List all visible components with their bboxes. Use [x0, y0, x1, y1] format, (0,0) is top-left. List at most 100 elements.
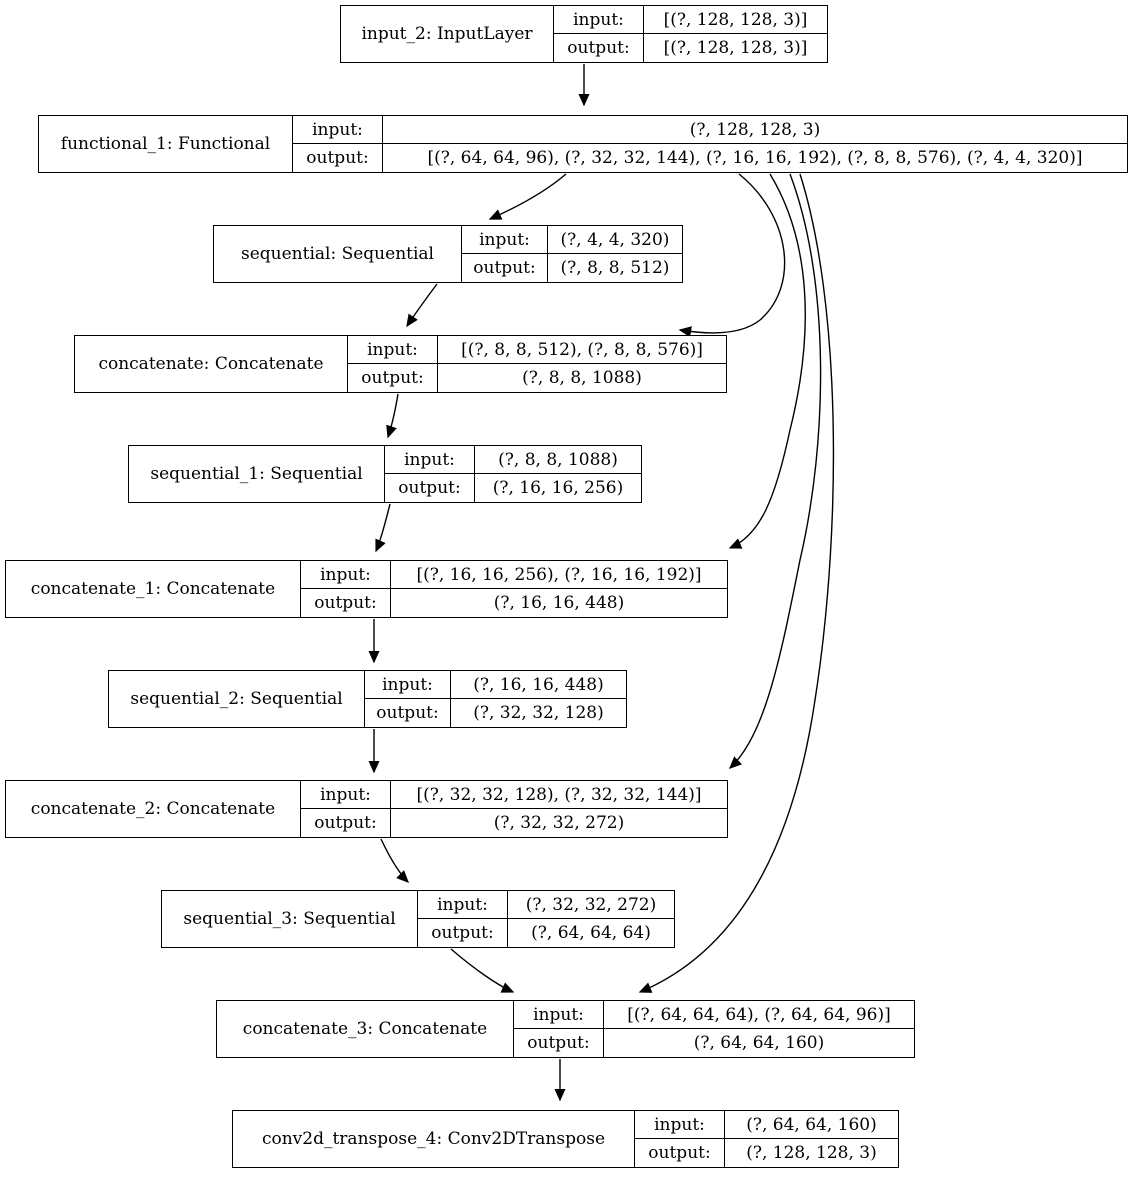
- node-input-row: input:[(?, 8, 8, 512), (?, 8, 8, 576)]: [348, 336, 726, 364]
- edge-functional_1-to-concatenate_2: [728, 173, 822, 769]
- node-io-block: input: (?, 16, 16, 448) output: (?, 32, 32,…: [365, 671, 626, 727]
- node-output-shape: (?, 64, 64, 160): [693, 1033, 825, 1053]
- node-input-label: input:: [301, 781, 391, 808]
- node-output-label: output:: [293, 144, 383, 172]
- node-io-block: input: (?, 32, 32, 272) output: (?, 64, 64,…: [418, 891, 674, 947]
- node-input-shape: (?, 4, 4, 320): [560, 229, 670, 250]
- node-output-row: output: (?, 8, 8, 512): [462, 254, 682, 282]
- node-name-label: functional_1: Functional: [39, 116, 293, 172]
- node-io-block: input: (?, 4, 4, 320) output: (?, 8, 8, 512…: [462, 226, 682, 282]
- edge-functional_1-to-concatenate: [678, 173, 786, 338]
- node-output-label: output:: [301, 809, 391, 837]
- node-output-shape: (?, 64, 64, 64): [531, 923, 651, 943]
- node-output-row: output: (?, 16, 16, 256): [385, 474, 641, 502]
- edge-sequential-to-concatenate: [406, 283, 438, 328]
- node-name-label: concatenate_2: Concatenate: [6, 781, 301, 837]
- node-io-block: input: (?, 8, 8, 1088) output: (?, 16, 16, …: [385, 446, 641, 502]
- node-output-row: output:[(?, 128, 128, 3)]: [554, 34, 827, 62]
- node-output-row: output:(?, 128, 128, 3): [635, 1139, 898, 1167]
- node-output-shape: (?, 32, 32, 128): [473, 703, 604, 723]
- edge-concatenate-to-sequential_1: [386, 393, 399, 439]
- node-output-row: output: (?, 32, 32, 272): [301, 809, 727, 837]
- node-input-label: input:: [301, 561, 391, 588]
- node-input-row: input: (?, 16, 16, 448): [365, 671, 626, 699]
- node-io-block: input: [(?, 16, 16, 256), (?, 16, 16, 192…: [301, 561, 727, 617]
- node-input-label: input:: [514, 1001, 604, 1028]
- node-input-shape: (?, 64, 64, 160): [746, 1114, 877, 1135]
- node-input-shape: (?, 16, 16, 448): [473, 674, 604, 695]
- edge-sequential_1-to-concatenate_1: [375, 503, 391, 553]
- node-output-row: output: (?, 16, 16, 448): [301, 589, 727, 617]
- node-io-block: input:[(?, 8, 8, 512), (?, 8, 8, 576)]ou…: [348, 336, 726, 392]
- node-input-row: input: (?, 4, 4, 320): [462, 226, 682, 254]
- node-input-row: input: (?, 8, 8, 1088): [385, 446, 641, 474]
- node-name-label: sequential_2: Sequential: [109, 671, 365, 727]
- node-input-label: input:: [635, 1111, 725, 1138]
- node-name-label: conv2d_transpose_4: Conv2DTranspose: [233, 1111, 635, 1167]
- node-name-label: concatenate: Concatenate: [75, 336, 348, 392]
- node-input-label: input:: [385, 446, 475, 473]
- node-output-label: output:: [301, 589, 391, 617]
- node-output-shape: (?, 32, 32, 272): [493, 813, 625, 833]
- node-output-row: output: (?, 8, 8, 1088): [348, 364, 726, 392]
- node-input-row: input: (?, 64, 64, 160): [635, 1111, 898, 1139]
- node-output-row: output: (?, 64, 64, 160): [514, 1029, 914, 1057]
- node-name-label: sequential_1: Sequential: [129, 446, 385, 502]
- node-output-shape: (?, 16, 16, 448): [493, 593, 625, 613]
- node-output-shape: [(?, 64, 64, 96), (?, 32, 32, 144), (?, …: [427, 148, 1083, 168]
- node-name-label: concatenate_1: Concatenate: [6, 561, 301, 617]
- node-input-label: input:: [462, 226, 548, 253]
- node-name-label: input_2: InputLayer: [341, 6, 554, 62]
- node-output-shape: (?, 8, 8, 1088): [522, 368, 642, 388]
- node-output-label: output:: [365, 699, 451, 727]
- edge-concatenate_2-to-sequential_3: [380, 838, 409, 883]
- node-io-block: input: [(?, 128, 128, 3)] output:[(?, 128,…: [554, 6, 827, 62]
- node-output-row: output: (?, 32, 32, 128): [365, 699, 626, 727]
- edge-functional_1-to-concatenate_1: [728, 173, 806, 549]
- node-output-label: output:: [418, 919, 508, 947]
- node-input-shape: [(?, 32, 32, 128), (?, 32, 32, 144)]: [416, 784, 702, 805]
- node-input-shape: (?, 32, 32, 272): [525, 894, 657, 915]
- node-input-label: input:: [418, 891, 508, 918]
- node-input-row: input: [(?, 32, 32, 128), (?, 32, 32, 144…: [301, 781, 727, 809]
- node-output-shape: (?, 128, 128, 3): [746, 1143, 877, 1163]
- node-output-row: output: [(?, 64, 64, 96), (?, 32, 32, 144…: [293, 144, 1127, 172]
- node-io-block: input: [(?, 64, 64, 64), (?, 64, 64, 96)]…: [514, 1001, 914, 1057]
- node-output-label: output:: [514, 1029, 604, 1057]
- node-output-shape: (?, 8, 8, 512): [560, 258, 670, 278]
- node-input-shape: [(?, 128, 128, 3)]: [663, 9, 808, 30]
- node-output-row: output: (?, 64, 64, 64): [418, 919, 674, 947]
- node-io-block: input: (?, 128, 128, 3) output: [(?, 64, 64…: [293, 116, 1127, 172]
- edge-functional_1-to-sequential: [488, 173, 567, 220]
- node-output-label: output:: [462, 254, 548, 282]
- node-name-label: sequential: Sequential: [214, 226, 462, 282]
- node-input-shape: [(?, 64, 64, 64), (?, 64, 64, 96)]: [627, 1004, 891, 1025]
- node-input-row: input: (?, 128, 128, 3): [293, 116, 1127, 144]
- node-input-label: input:: [554, 6, 644, 33]
- node-input-row: input: [(?, 128, 128, 3)]: [554, 6, 827, 34]
- node-input-label: input:: [365, 671, 451, 698]
- node-output-label: output:: [385, 474, 475, 502]
- node-output-label: output:: [554, 34, 644, 62]
- node-output-shape: (?, 16, 16, 256): [492, 478, 624, 498]
- node-input-row: input: [(?, 16, 16, 256), (?, 16, 16, 192…: [301, 561, 727, 589]
- node-input-label: input:: [293, 116, 383, 143]
- node-input-shape: [(?, 16, 16, 256), (?, 16, 16, 192)]: [416, 564, 702, 585]
- node-output-label: output:: [348, 364, 438, 392]
- node-input-shape: (?, 128, 128, 3): [689, 119, 821, 140]
- node-input-shape: (?, 8, 8, 1088): [498, 449, 618, 470]
- edge-sequential_3-to-concatenate_3: [450, 948, 515, 993]
- node-input-shape: [(?, 8, 8, 512), (?, 8, 8, 576)]: [461, 339, 703, 360]
